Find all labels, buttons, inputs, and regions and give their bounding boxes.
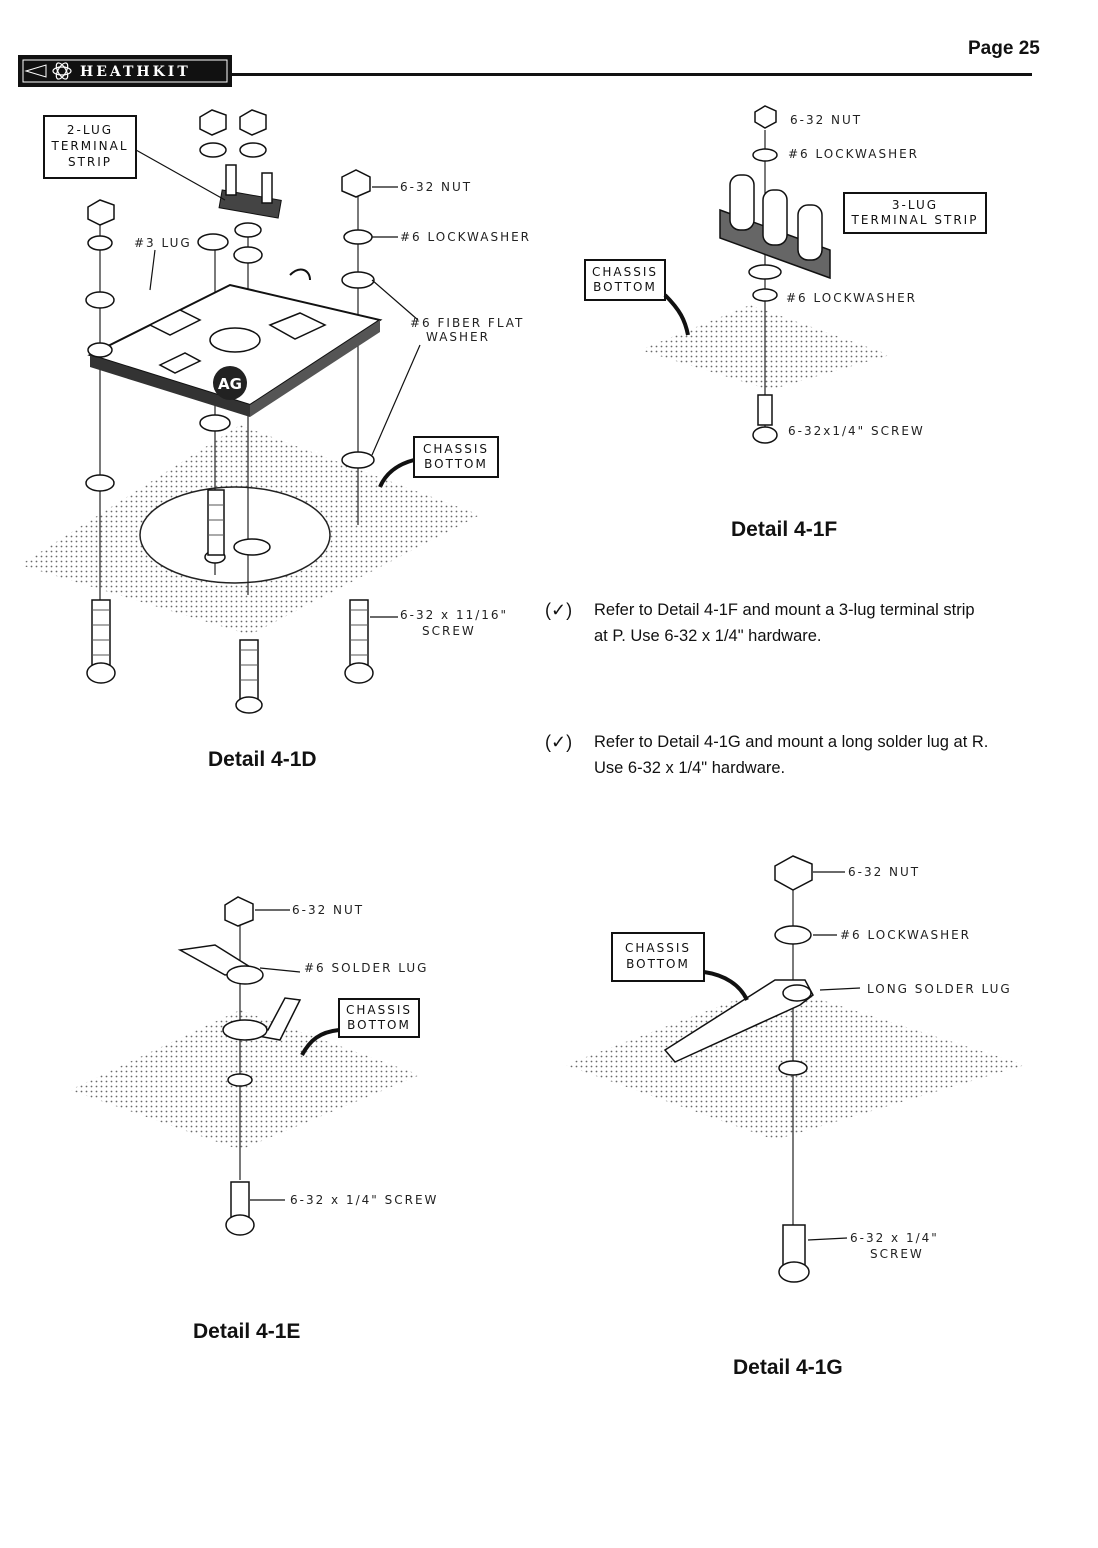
step-2-line1: Refer to Detail 4-1G and mount a long so… bbox=[594, 733, 989, 751]
label-2-lug-line1: 2-LUG bbox=[67, 123, 113, 137]
step-2-line2: Use 6-32 x 1/4" hardware. bbox=[594, 759, 786, 777]
label-nut-e: 6-32 NUT bbox=[292, 903, 364, 917]
ag-badge: AG bbox=[218, 375, 242, 393]
label-2-lug-line2: TERMINAL bbox=[50, 139, 128, 153]
label-lockwasher-d: #6 LOCKWASHER bbox=[400, 230, 531, 244]
label-screw-d-line2: SCREW bbox=[422, 624, 476, 638]
caption-detail-4-1d: Detail 4-1D bbox=[208, 748, 317, 771]
caption-detail-4-1e: Detail 4-1E bbox=[193, 1320, 301, 1343]
label-lockwasher-f-top: #6 LOCKWASHER bbox=[788, 147, 919, 161]
logo-text: HEATHKIT bbox=[80, 64, 191, 80]
label-3-lug-line2: TERMINAL STRIP bbox=[851, 213, 979, 227]
label-chassis-g-line1: CHASSIS bbox=[625, 941, 691, 955]
detail-4-1e-figure: CHASSIS BOTTOM 6-32 NUT #6 SOLDER LUG 6-… bbox=[70, 896, 438, 1236]
label-chassis-g-line2: BOTTOM bbox=[626, 957, 690, 971]
label-chassis-d-line1: CHASSIS bbox=[423, 442, 489, 456]
header-rule bbox=[230, 73, 1032, 76]
caption-detail-4-1f: Detail 4-1F bbox=[731, 518, 838, 541]
label-chassis-d-line2: BOTTOM bbox=[424, 457, 488, 471]
label-long-solder-lug: LONG SOLDER LUG bbox=[867, 982, 1012, 996]
label-3-lug-line1: 3-LUG bbox=[892, 198, 938, 212]
label-lockwasher-f-bottom: #6 LOCKWASHER bbox=[786, 291, 917, 305]
detail-4-1d-figure: AG 2-LUG TERMINAL STRIP CHASSIS BOTTOM 6… bbox=[20, 109, 531, 714]
label-chassis-f-line1: CHASSIS bbox=[592, 265, 658, 279]
page-number: Page 25 bbox=[968, 38, 1040, 59]
label-2-lug-line3: STRIP bbox=[68, 155, 112, 169]
label-screw-e: 6-32 x 1/4" SCREW bbox=[290, 1193, 438, 1207]
label-screw-g-line2: SCREW bbox=[870, 1247, 924, 1261]
step-2-checkbox[interactable]: (✓) bbox=[545, 732, 573, 752]
label-nut-f: 6-32 NUT bbox=[790, 113, 862, 127]
label-fiber-washer-line2: WASHER bbox=[426, 330, 490, 344]
detail-4-1f-figure: 3-LUG TERMINAL STRIP CHASSIS BOTTOM 6-32… bbox=[584, 105, 987, 444]
label-solder-lug-e: #6 SOLDER LUG bbox=[304, 961, 428, 975]
label-lockwasher-g: #6 LOCKWASHER bbox=[840, 928, 971, 942]
label-nut-d: 6-32 NUT bbox=[400, 180, 472, 194]
label-lug-d: #3 LUG bbox=[134, 236, 192, 250]
label-chassis-e-line1: CHASSIS bbox=[346, 1003, 412, 1017]
detail-4-1g-figure: CHASSIS BOTTOM 6-32 NUT #6 LOCKWASHER LO… bbox=[565, 855, 1025, 1283]
step-1-checkbox[interactable]: (✓) bbox=[545, 600, 573, 620]
label-chassis-f-line2: BOTTOM bbox=[593, 280, 657, 294]
label-chassis-e-line2: BOTTOM bbox=[347, 1018, 411, 1032]
label-nut-g: 6-32 NUT bbox=[848, 865, 920, 879]
label-screw-d-line1: 6-32 x 11/16" bbox=[400, 608, 508, 622]
label-fiber-washer-line1: #6 FIBER FLAT bbox=[410, 316, 524, 330]
heathkit-logo: HEATHKIT bbox=[18, 55, 232, 87]
label-screw-f: 6-32x1/4" SCREW bbox=[788, 424, 925, 438]
step-1-line1: Refer to Detail 4-1F and mount a 3-lug t… bbox=[594, 601, 975, 619]
label-screw-g-line1: 6-32 x 1/4" bbox=[850, 1231, 939, 1245]
step-1-line2: at P. Use 6-32 x 1/4" hardware. bbox=[594, 627, 822, 645]
caption-detail-4-1g: Detail 4-1G bbox=[733, 1356, 843, 1379]
